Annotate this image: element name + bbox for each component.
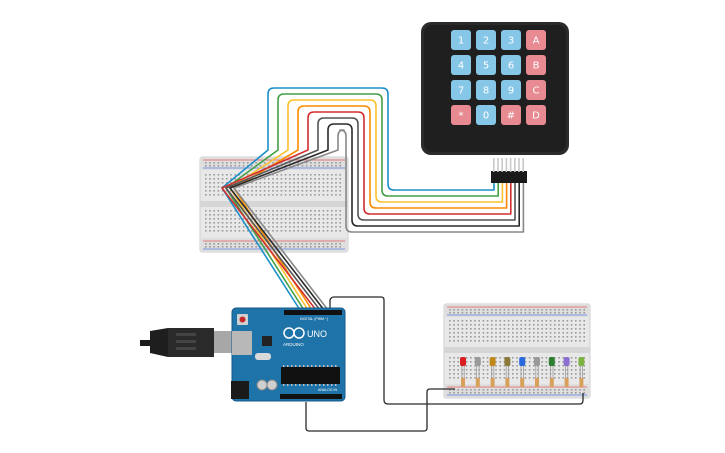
breadboard-holes bbox=[449, 309, 585, 394]
led bbox=[489, 357, 496, 387]
key-6[interactable]: 6 bbox=[501, 55, 521, 75]
key-label: 9 bbox=[508, 86, 514, 97]
wire-3 bbox=[233, 105, 508, 311]
wire-7 bbox=[233, 129, 525, 311]
power-jack bbox=[231, 381, 249, 399]
led bbox=[474, 357, 481, 387]
led bbox=[504, 357, 511, 387]
wire-1 bbox=[225, 93, 499, 311]
key-label: 8 bbox=[483, 86, 489, 97]
key-5[interactable]: 5 bbox=[476, 55, 496, 75]
key-label: A bbox=[533, 36, 540, 47]
keypad-pins bbox=[493, 158, 524, 172]
digital-header-label: DIGITAL (PWM ~) bbox=[300, 317, 328, 321]
key-label: # bbox=[507, 111, 515, 122]
key-D[interactable]: D bbox=[526, 105, 546, 125]
wire-2 bbox=[229, 99, 504, 311]
key-label: 1 bbox=[458, 36, 464, 47]
wire-ground bbox=[305, 388, 455, 432]
led bbox=[519, 357, 526, 387]
key-C[interactable]: C bbox=[526, 80, 546, 100]
brand-label: ARDUINO bbox=[283, 342, 304, 347]
key-label: 2 bbox=[483, 36, 489, 47]
key-9[interactable]: 9 bbox=[501, 80, 521, 100]
wire-6 bbox=[229, 123, 520, 311]
key-4[interactable]: 4 bbox=[451, 55, 471, 75]
analog-header-label: ANALOG IN bbox=[318, 388, 338, 392]
arduino-logo-icon bbox=[283, 327, 305, 339]
key-*[interactable]: * bbox=[451, 105, 471, 125]
breadboard-right[interactable] bbox=[443, 303, 591, 399]
key-#[interactable]: # bbox=[501, 105, 521, 125]
key-label: D bbox=[532, 111, 540, 122]
key-0[interactable]: 0 bbox=[476, 105, 496, 125]
keypad-4x4[interactable]: 1 2 3 A 4 5 6 B 7 8 9 C * 0 # D bbox=[421, 22, 569, 183]
key-label: * bbox=[459, 111, 464, 122]
led bbox=[563, 357, 570, 387]
keypad-header bbox=[491, 171, 527, 183]
arduino-uno-board[interactable]: UNO ARDUINO DIGITAL (PWM ~) ANALOG IN bbox=[231, 307, 346, 402]
key-7[interactable]: 7 bbox=[451, 80, 471, 100]
key-1[interactable]: 1 bbox=[451, 30, 471, 50]
key-B[interactable]: B bbox=[526, 55, 546, 75]
key-A[interactable]: A bbox=[526, 30, 546, 50]
wire-5 bbox=[225, 117, 516, 311]
key-label: 4 bbox=[458, 61, 464, 72]
led bbox=[548, 357, 555, 387]
breadboard-holes bbox=[205, 162, 341, 248]
usb-cable[interactable] bbox=[140, 328, 234, 357]
key-label: C bbox=[533, 86, 540, 97]
key-label: 6 bbox=[508, 61, 514, 72]
wire-0 bbox=[221, 87, 495, 311]
key-3[interactable]: 3 bbox=[501, 30, 521, 50]
key-label: 3 bbox=[508, 36, 514, 47]
led-wires bbox=[305, 296, 584, 432]
wire-power bbox=[329, 296, 584, 405]
key-label: 0 bbox=[483, 111, 489, 122]
key-8[interactable]: 8 bbox=[476, 80, 496, 100]
wire-4 bbox=[221, 111, 512, 311]
keypad-keys: 1 2 3 A 4 5 6 B 7 8 9 C * 0 # D bbox=[451, 30, 546, 125]
key-label: 7 bbox=[458, 86, 464, 97]
key-label: B bbox=[533, 61, 540, 72]
key-label: 5 bbox=[483, 61, 489, 72]
jumper-wires bbox=[221, 87, 525, 311]
usb-port bbox=[232, 331, 252, 355]
atmega-chip bbox=[281, 367, 340, 384]
led-row bbox=[460, 357, 585, 387]
led bbox=[534, 357, 540, 387]
led bbox=[578, 357, 585, 387]
key-2[interactable]: 2 bbox=[476, 30, 496, 50]
board-model-label: UNO bbox=[307, 329, 327, 339]
led bbox=[460, 357, 466, 387]
